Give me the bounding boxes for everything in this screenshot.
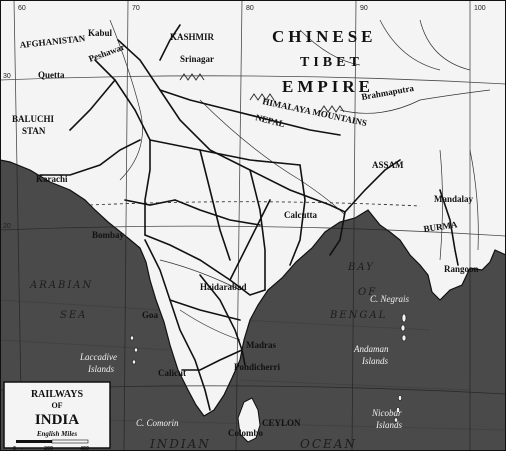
himalaya-hachure <box>179 73 345 113</box>
grid-label-100: 100 <box>474 5 486 12</box>
label-chinese: CHINESE <box>272 27 377 46</box>
scale-tick-400: 400 <box>80 446 89 451</box>
grid-label-80: 80 <box>246 5 254 12</box>
label-indian: INDIAN <box>149 437 211 451</box>
city-bombay: Bombay <box>92 230 125 240</box>
label-burma: BURMA <box>423 219 459 234</box>
city-pondicherry: Pondicherri <box>234 362 280 372</box>
scale-tick-200: 200 <box>44 446 53 451</box>
label-bay-of: OF <box>358 287 377 298</box>
city-mandalay: Mandalay <box>434 194 474 204</box>
city-hyderabad: Haidarabad <box>200 282 247 292</box>
scale-bar <box>16 439 89 444</box>
legend-title-railways: RAILWAYS <box>31 389 84 400</box>
city-madras: Madras <box>246 340 276 350</box>
label-andaman: Andaman <box>353 344 389 354</box>
grid-label-70: 70 <box>132 5 140 12</box>
rivers <box>109 19 491 341</box>
scale-tick-0: 0 <box>13 446 16 451</box>
city-goa: Goa <box>142 310 159 320</box>
label-arabian-sea: SEA <box>60 310 87 321</box>
label-negrais: C. Negrais <box>370 294 410 304</box>
label-bay: BAY <box>347 262 375 273</box>
legend-title-of: OF <box>51 401 62 410</box>
grid-label-90: 90 <box>360 5 368 12</box>
city-kabul: Kabul <box>88 28 113 38</box>
city-srinagar: Srinagar <box>180 54 214 64</box>
label-andaman-islands: Islands <box>361 356 389 366</box>
tropic-of-cancer <box>89 201 421 207</box>
label-arabian: ARABIAN <box>29 280 93 291</box>
city-quetta: Quetta <box>38 70 65 80</box>
city-colombo: Colombo <box>228 428 264 438</box>
city-calicut: Calicut <box>158 368 186 378</box>
label-nicobar: Nicobar <box>371 408 402 418</box>
railway-network <box>39 24 459 411</box>
city-rangoon: Rangoon <box>444 264 479 274</box>
grid-label-30: 30 <box>3 73 11 80</box>
label-baluchistan-2: STAN <box>22 126 46 136</box>
grid-label-60: 60 <box>18 5 26 12</box>
label-laccadive: Laccadive <box>79 352 117 362</box>
sea-texture <box>0 299 506 431</box>
label-comorin: C. Comorin <box>136 418 179 428</box>
label-ceylon: CEYLON <box>262 418 301 428</box>
city-calcutta: Calcutta <box>284 210 317 220</box>
legend-scale-caption: English Miles <box>36 430 78 438</box>
label-assam: ASSAM <box>372 160 404 170</box>
label-nicobar-islands: Islands <box>375 420 403 430</box>
label-tibet: TIBET <box>300 55 363 70</box>
label-baluchistan-1: BALUCHI <box>12 114 55 124</box>
label-laccadive-islands: Islands <box>87 364 115 374</box>
legend-box: RAILWAYS OF INDIA English Miles 0 200 40… <box>3 381 111 451</box>
label-ocean: OCEAN <box>300 437 357 451</box>
label-bengal: BENGAL <box>329 310 387 321</box>
legend-title-india: INDIA <box>35 412 79 428</box>
city-karachi: Karachi <box>36 174 68 184</box>
grid-label-20: 20 <box>3 223 11 230</box>
label-kashmir: KASHMIR <box>170 32 215 42</box>
land-mainland <box>0 0 506 417</box>
island-chains <box>130 313 407 423</box>
land-ceylon <box>237 397 261 443</box>
label-empire: EMPIRE <box>282 77 374 96</box>
